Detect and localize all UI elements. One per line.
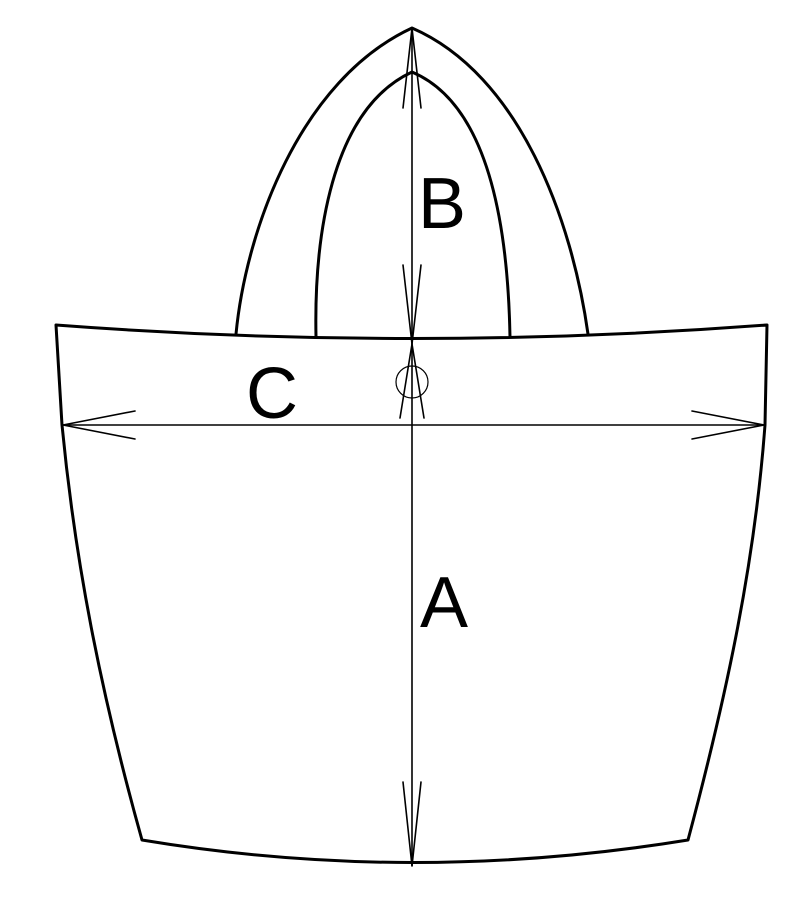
label-b: B xyxy=(418,164,466,244)
measurement-b-top-arrowhead xyxy=(402,27,422,109)
measurement-c-right-arrowhead xyxy=(691,410,765,440)
measurement-a-arrowhead xyxy=(402,781,422,867)
measurement-a-top-arrowhead xyxy=(399,343,425,419)
label-c: C xyxy=(246,354,298,434)
measurement-c-left-arrowhead xyxy=(62,410,136,440)
bag-body-outline xyxy=(54,323,769,864)
reference-circle xyxy=(395,365,429,399)
label-a: A xyxy=(420,563,468,643)
handle-inner-outline xyxy=(314,70,512,339)
